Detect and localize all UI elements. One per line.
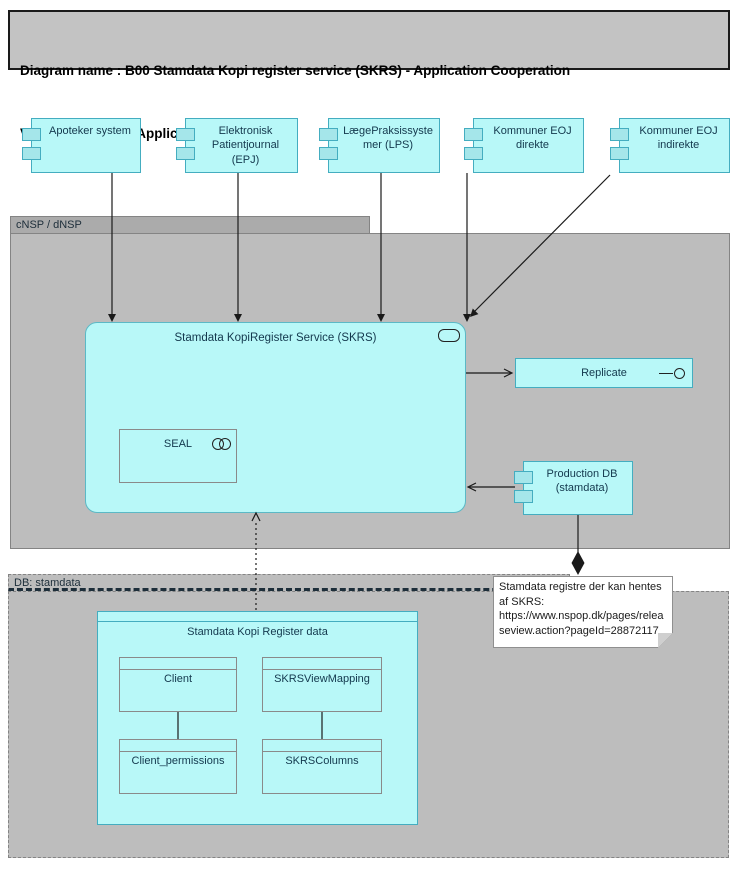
db-container-label: DB: stamdata [14, 577, 81, 589]
data-object-band [120, 658, 236, 670]
component-kommuner-eoj-indirekte: Kommuner EOJ indirekte [610, 118, 730, 173]
table-skrsviewmapping: SKRSViewMapping [262, 657, 382, 712]
collaboration-icon [212, 438, 231, 450]
table-label: Client [163, 673, 193, 685]
component-port-icon [176, 147, 195, 160]
note-text: Stamdata registre der kan hentes af SKRS… [494, 577, 672, 647]
replicate-box: Replicate [515, 358, 693, 388]
component-label: Production DB (stamdata) [546, 468, 618, 495]
service-skrs-box: Stamdata KopiRegister Service (SKRS) [85, 322, 466, 513]
data-store-label: Stamdata Kopi Register data [187, 626, 328, 638]
replicate-label: Replicate [581, 367, 627, 379]
cnsp-container-tab: cNSP / dNSP [10, 216, 370, 233]
table-skrscolumns: SKRSColumns [262, 739, 382, 794]
service-skrs-label: Stamdata KopiRegister Service (SKRS) [174, 332, 377, 344]
component-port-icon [319, 147, 338, 160]
component-production-db: Production DB (stamdata) [514, 461, 633, 515]
component-port-icon [610, 147, 629, 160]
component-elektronisk-patientjournal: Elektronisk Patientjournal (EPJ) [176, 118, 298, 173]
data-object-band [98, 612, 417, 622]
seal-box: SEAL [119, 429, 237, 483]
note-box: Stamdata registre der kan hentes af SKRS… [493, 576, 673, 648]
seal-label: SEAL [163, 438, 193, 450]
interface-lollipop-icon [659, 368, 685, 380]
component-label: Kommuner EOJ indirekte [639, 125, 718, 152]
component-apoteker-system: Apoteker system [22, 118, 141, 173]
table-client-permissions: Client_permissions [119, 739, 237, 794]
component-label: Elektronisk Patientjournal (EPJ) [211, 125, 280, 166]
component-port-icon [514, 471, 533, 484]
component-port-icon [22, 147, 41, 160]
application-service-icon [438, 329, 460, 342]
component-port-icon [514, 490, 533, 503]
component-kommuner-eoj-direkte: Kommuner EOJ direkte [464, 118, 584, 173]
component-port-icon [610, 128, 629, 141]
table-label: SKRSColumns [285, 755, 359, 767]
table-client: Client [119, 657, 237, 712]
diagram-title-bar: Diagram name : B00 Stamdata Kopi registe… [8, 10, 730, 141]
component-port-icon [464, 147, 483, 160]
data-object-band [263, 740, 381, 752]
component-label: LægePraksissystemer (LPS) [343, 125, 433, 152]
component-port-icon [22, 128, 41, 141]
table-label: Client_permissions [131, 755, 225, 767]
component-label: Apoteker system [49, 125, 131, 137]
data-object-band [263, 658, 381, 670]
db-container-tab: DB: stamdata [8, 574, 570, 591]
component-label: Kommuner EOJ direkte [493, 125, 572, 152]
diagram-title-line1: Diagram name : B00 Stamdata Kopi registe… [20, 62, 571, 78]
component-port-icon [319, 128, 338, 141]
component-port-icon [176, 128, 195, 141]
cnsp-container-label: cNSP / dNSP [16, 219, 82, 231]
data-object-band [120, 740, 236, 752]
table-label: SKRSViewMapping [274, 673, 370, 685]
component-laegepraksissystemer: LægePraksissystemer (LPS) [319, 118, 440, 173]
component-port-icon [464, 128, 483, 141]
